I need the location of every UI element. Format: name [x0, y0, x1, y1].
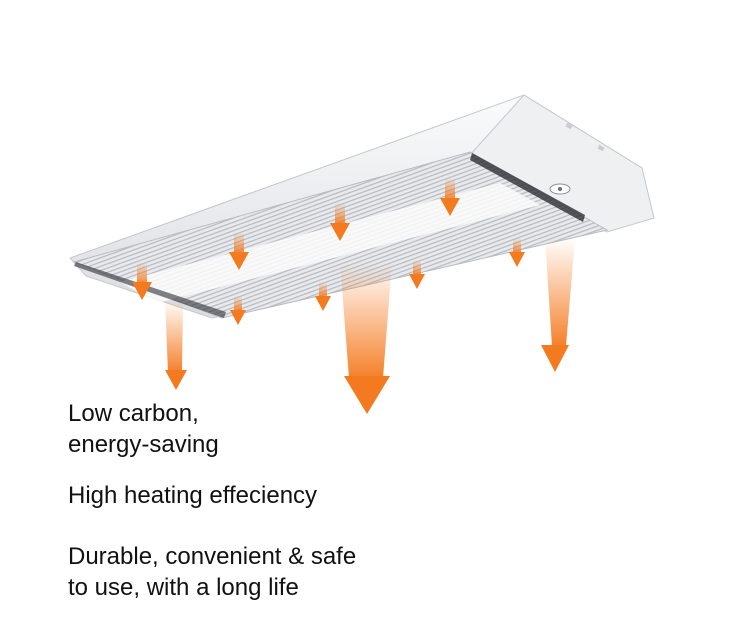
heat-beam-arrow: [340, 262, 392, 414]
heat-arrow: [132, 262, 152, 300]
heat-arrow: [440, 178, 460, 216]
feature-low-carbon: Low carbon, energy-saving: [68, 398, 219, 460]
heat-arrow: [509, 238, 525, 267]
feature-line: to use, with a long life: [68, 574, 299, 601]
heat-arrow: [229, 232, 249, 270]
feature-high-efficiency: High heating effeciency: [68, 480, 317, 511]
heat-arrows-large: [165, 238, 575, 414]
heat-arrows-small: [132, 178, 525, 325]
feature-line: Low carbon,: [68, 400, 199, 427]
heat-beam-arrow: [541, 238, 575, 372]
feature-durable: Durable, convenient & safe to use, with …: [68, 541, 356, 603]
heat-arrow: [230, 296, 246, 325]
heat-arrow: [315, 282, 331, 311]
heat-arrow: [409, 260, 425, 289]
heat-arrow: [330, 203, 350, 241]
feature-line: High heating effeciency: [68, 482, 318, 509]
feature-line: energy-saving: [68, 431, 219, 458]
feature-line: Durable, convenient & safe: [68, 543, 357, 570]
heat-beam-arrow: [165, 300, 187, 390]
